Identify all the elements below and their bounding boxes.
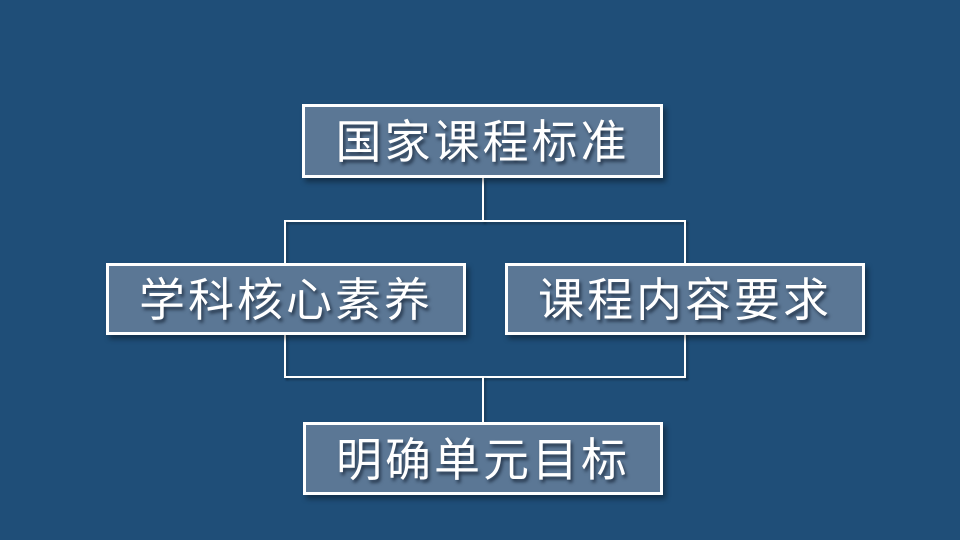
connector-top-to-branch [482,178,484,222]
node-national-curriculum-standards: 国家课程标准 [302,104,663,178]
connector-upper-horizontal [284,220,686,222]
node-label-subject-core-competencies: 学科核心素养 [139,274,433,326]
connector-lower-horizontal [284,376,686,378]
node-clarify-unit-objectives: 明确单元目标 [303,422,663,495]
connector-branch-to-bottom [482,376,484,422]
node-label-course-content-requirements: 课程内容要求 [538,274,832,326]
node-subject-core-competencies: 学科核心素养 [106,263,466,335]
node-label-national-curriculum-standards: 国家课程标准 [335,116,630,168]
node-course-content-requirements: 课程内容要求 [505,263,865,335]
node-label-clarify-unit-objectives: 明确单元目标 [336,433,630,486]
